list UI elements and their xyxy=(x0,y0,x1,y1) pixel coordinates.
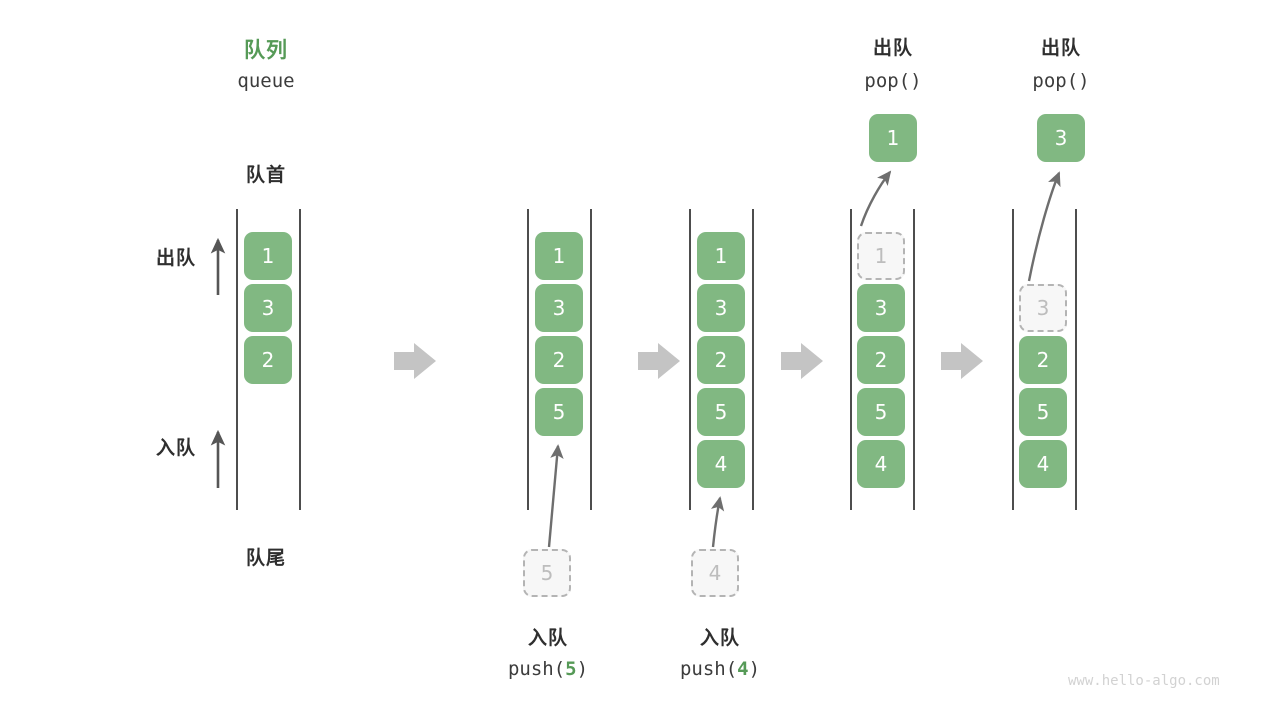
push-arg: 4 xyxy=(737,658,749,680)
step-separator-arrow-icon xyxy=(781,343,823,379)
queue-rail-left-step4 xyxy=(850,209,852,510)
push-fn-name: push( xyxy=(507,658,566,680)
queue-front-label: 队首 xyxy=(245,164,286,186)
queue-cell: 2 xyxy=(857,336,905,384)
outgoing-element: 1 xyxy=(869,114,917,162)
push-fn-name: push( xyxy=(679,658,738,680)
step-separator-arrow-icon xyxy=(394,343,436,379)
queue-rail-right-step1 xyxy=(299,209,301,510)
queue-cell: 4 xyxy=(1019,440,1067,488)
push-arg: 5 xyxy=(565,658,577,680)
queue-rear-label: 队尾 xyxy=(245,547,286,569)
queue-rail-right-step4 xyxy=(913,209,915,510)
queue-rail-left-step1 xyxy=(236,209,238,510)
push-caption-code: push(4) xyxy=(635,658,805,680)
push-fn-close: ) xyxy=(748,658,761,680)
queue-cell: 2 xyxy=(244,336,292,384)
dequeue-direction-label: 出队 xyxy=(155,247,196,269)
queue-cell: 1 xyxy=(535,232,583,280)
pop-caption-code: pop() xyxy=(864,70,922,92)
queue-cell: 1 xyxy=(857,232,905,280)
queue-rail-right-step3 xyxy=(752,209,754,510)
push-fn-close: ) xyxy=(576,658,589,680)
queue-cell: 3 xyxy=(244,284,292,332)
queue-cell: 3 xyxy=(697,284,745,332)
push-5-arrow-icon xyxy=(547,444,564,548)
step-separator-arrow-icon xyxy=(638,343,680,379)
push-caption-cn: 入队 xyxy=(527,627,568,649)
queue-cell: 4 xyxy=(697,440,745,488)
queue-cell: 3 xyxy=(535,284,583,332)
queue-rail-left-step3 xyxy=(689,209,691,510)
queue-cell: 3 xyxy=(1019,284,1067,332)
watermark: www.hello-algo.com xyxy=(1068,673,1220,689)
queue-cell: 5 xyxy=(535,388,583,436)
outgoing-element: 3 xyxy=(1037,114,1085,162)
pop-caption-cn: 出队 xyxy=(872,37,913,59)
queue-cell: 4 xyxy=(857,440,905,488)
pop-1-arrow-icon xyxy=(859,170,892,227)
pop-caption-code: pop() xyxy=(1032,70,1090,92)
queue-rail-left-step2 xyxy=(527,209,529,510)
page-title-cn: 队列 xyxy=(244,38,288,62)
step-separator-arrow-icon xyxy=(941,343,983,379)
queue-rail-right-step2 xyxy=(590,209,592,510)
queue-cell: 1 xyxy=(244,232,292,280)
push-4-arrow-icon xyxy=(710,496,725,548)
queue-rail-left-step5 xyxy=(1012,209,1014,510)
incoming-element: 5 xyxy=(523,549,571,597)
push-caption-cn: 入队 xyxy=(699,627,740,649)
queue-cell: 5 xyxy=(857,388,905,436)
page-title-en: queue xyxy=(237,70,295,92)
queue-cell: 3 xyxy=(857,284,905,332)
push-caption-code: push(5) xyxy=(463,658,633,680)
pop-caption-cn: 出队 xyxy=(1040,37,1081,59)
queue-cell: 1 xyxy=(697,232,745,280)
queue-rail-right-step5 xyxy=(1075,209,1077,510)
queue-cell: 2 xyxy=(697,336,745,384)
pop-3-arrow-icon xyxy=(1027,171,1061,282)
queue-cell: 5 xyxy=(1019,388,1067,436)
queue-cell: 2 xyxy=(535,336,583,384)
enqueue-direction-label: 入队 xyxy=(155,437,196,459)
incoming-element: 4 xyxy=(691,549,739,597)
queue-cell: 2 xyxy=(1019,336,1067,384)
queue-cell: 5 xyxy=(697,388,745,436)
